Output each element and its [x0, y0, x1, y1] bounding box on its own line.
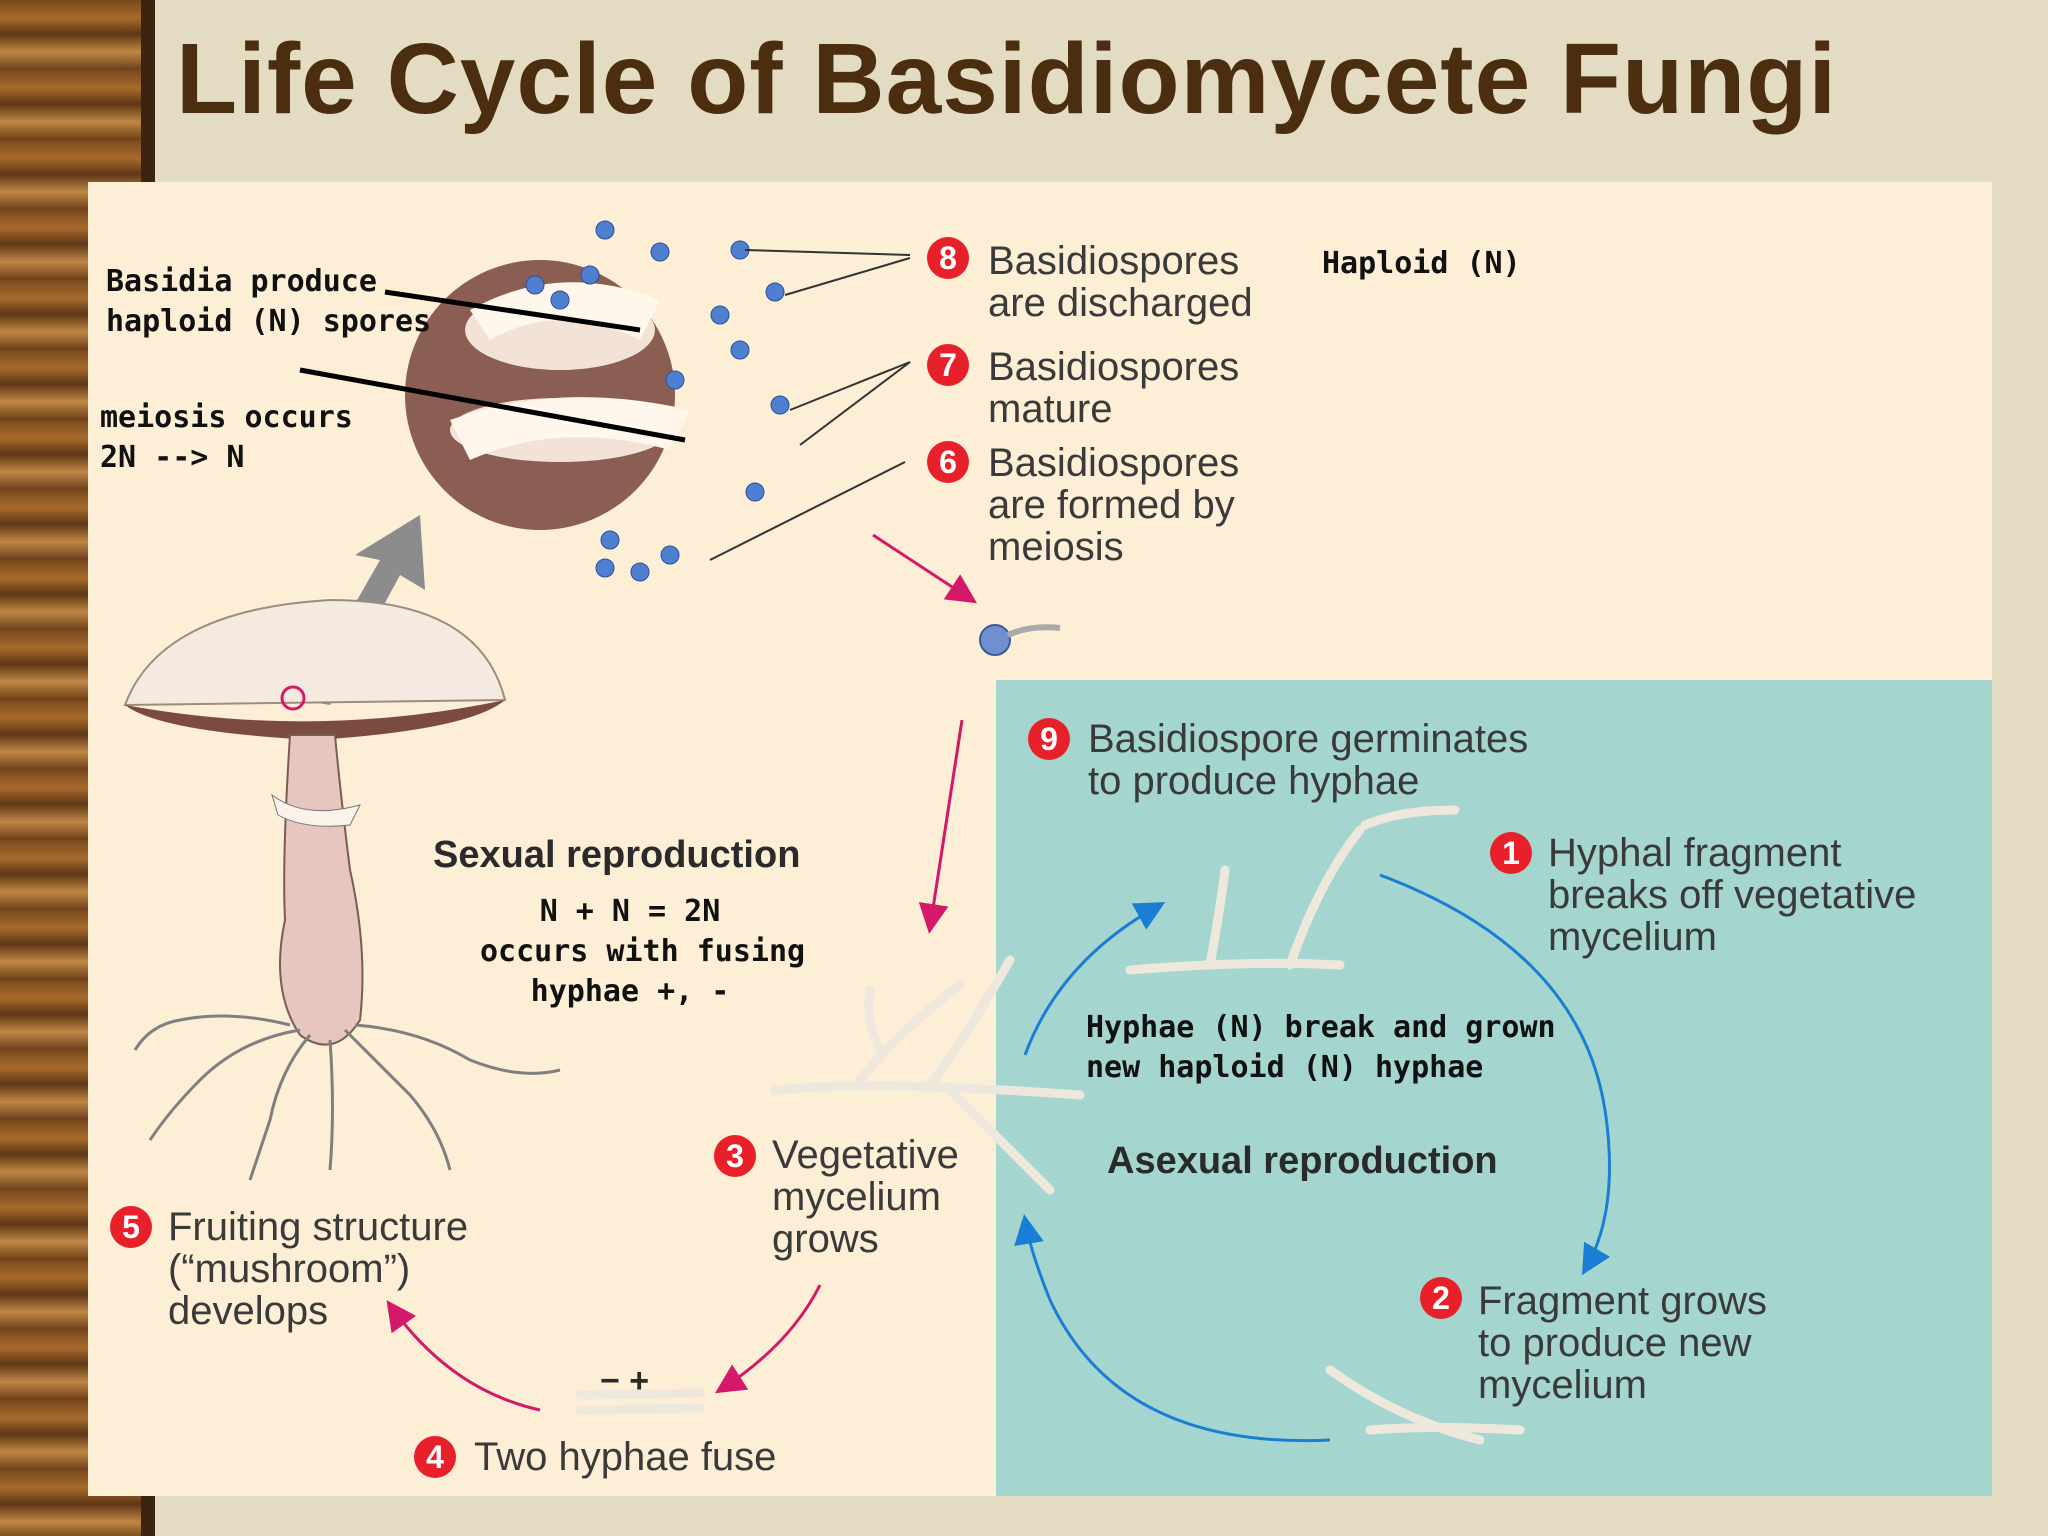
step-1-line-3: mycelium	[1548, 915, 1717, 959]
step-9-badge: 9	[1028, 718, 1070, 760]
step-1-line-2: breaks off vegetative	[1548, 873, 1917, 917]
fusion-annotation-line-3: hyphae +, -	[530, 974, 730, 1009]
step-7-label: Basidiospores mature	[988, 346, 1239, 430]
step-4-line-1: Two hyphae fuse	[474, 1435, 777, 1479]
sexual-reproduction-label: Sexual reproduction	[433, 834, 801, 876]
mushroom	[123, 598, 561, 1181]
basidia-annotation: Basidia produce haploid (N) spores	[106, 262, 431, 342]
step-5-badge: 5	[110, 1206, 152, 1248]
step-3-line-3: grows	[772, 1217, 879, 1261]
step-2-badge: 2	[1420, 1277, 1462, 1319]
spore-leader-lines	[709, 249, 911, 561]
step-8-line-2: are discharged	[988, 281, 1253, 325]
fusion-annotation-line-1: N + N = 2N	[539, 894, 721, 929]
asexual-annotation: Hyphae (N) break and grown new haploid (…	[1086, 1008, 1556, 1088]
step-8-badge: 8	[927, 237, 969, 279]
germinating-spore	[979, 624, 1061, 656]
meiosis-annotation: meiosis occurs 2N --> N	[100, 398, 353, 478]
step-3-line-2: mycelium	[772, 1175, 941, 1219]
fusion-annotation-line-2: occurs with fusing	[480, 934, 806, 969]
step-1-label: Hyphal fragment breaks off vegetative my…	[1548, 832, 1916, 958]
fusion-signs: − +	[600, 1362, 650, 1400]
meiosis-pointer-line	[299, 367, 686, 443]
step-7-line-1: Basidiospores	[988, 345, 1240, 389]
step-5-line-2: (“mushroom”)	[168, 1247, 411, 1291]
step-6-badge: 6	[927, 441, 969, 483]
step-9-line-1: Basidiospore germinates	[1088, 717, 1529, 761]
step-8-line-1: Basidiospores	[988, 239, 1240, 283]
step-7-badge: 7	[927, 344, 969, 386]
step-3-line-1: Vegetative	[772, 1133, 959, 1177]
step-9-label: Basidiospore germinates to produce hypha…	[1088, 718, 1528, 802]
asexual-annotation-line-2: new haploid (N) hyphae	[1086, 1050, 1484, 1085]
step-2-line-1: Fragment grows	[1478, 1279, 1767, 1323]
step-2-label: Fragment grows to produce new mycelium	[1478, 1280, 1767, 1406]
step-5-line-3: develops	[168, 1289, 329, 1333]
step-1-line-1: Hyphal fragment	[1548, 831, 1842, 875]
asexual-annotation-line-1: Hyphae (N) break and grown	[1086, 1010, 1556, 1045]
step-4-label: Two hyphae fuse	[474, 1436, 776, 1478]
step-6-line-1: Basidiospores	[988, 441, 1240, 485]
basidia-pointer-line	[384, 289, 641, 333]
sexual-cycle-arrows	[386, 533, 978, 1412]
step-6-label: Basidiospores are formed by meiosis	[988, 442, 1239, 568]
asexual-reproduction-label: Asexual reproduction	[1107, 1140, 1498, 1182]
step-2-line-2: to produce new	[1478, 1321, 1752, 1365]
step-5-line-1: Fruiting structure	[168, 1205, 469, 1249]
asexual-cycle-arrows	[1014, 873, 1611, 1443]
meiosis-annotation-line-2: 2N --> N	[100, 440, 245, 475]
basidia-annotation-line-2: haploid (N) spores	[106, 304, 432, 339]
step-6-line-3: meiosis	[988, 525, 1124, 569]
step-7-line-2: mature	[988, 387, 1113, 431]
slide-title: Life Cycle of Basidiomycete Fungi	[176, 23, 1838, 135]
step-8-label: Basidiospores are discharged	[988, 240, 1253, 324]
step-1-badge: 1	[1490, 832, 1532, 874]
basidia-annotation-line-1: Basidia produce	[106, 264, 377, 299]
step-4-badge: 4	[414, 1436, 456, 1478]
step-9-line-2: to produce hyphae	[1088, 759, 1420, 803]
step-6-line-2: are formed by	[988, 483, 1235, 527]
fusion-annotation: N + N = 2N occurs with fusing hyphae +, …	[480, 892, 806, 1012]
meiosis-annotation-line-1: meiosis occurs	[100, 400, 353, 435]
step-3-label: Vegetative mycelium grows	[772, 1134, 959, 1260]
step-2-line-3: mycelium	[1478, 1363, 1647, 1407]
hyphae	[575, 805, 1525, 1445]
haploid-annotation: Haploid (N)	[1322, 246, 1521, 281]
asexual-region	[996, 680, 1992, 1496]
step-5-label: Fruiting structure (“mushroom”) develops	[168, 1206, 468, 1332]
step-3-badge: 3	[714, 1135, 756, 1177]
